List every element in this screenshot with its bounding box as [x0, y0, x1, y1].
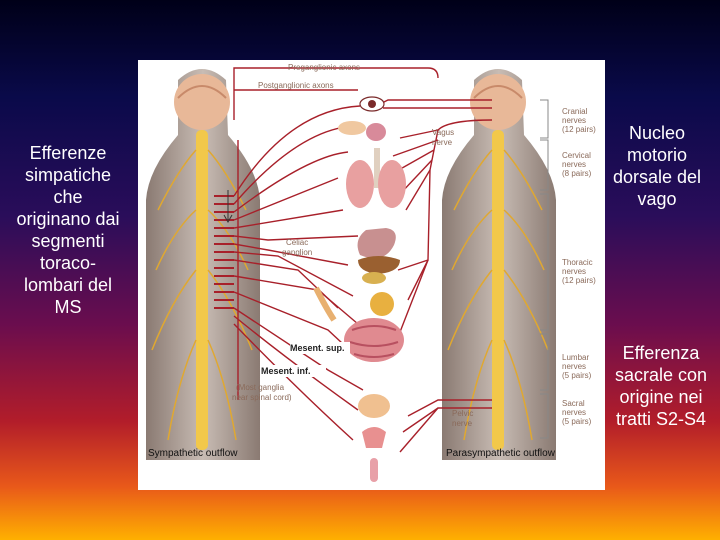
parasympathetic-outflow-label: Parasympathetic outflow	[446, 448, 556, 459]
preganglionic-label: Preganglionic axons	[288, 63, 360, 72]
cranial-label: Cranial nerves (12 pairs)	[562, 107, 596, 134]
left-lung-organ	[346, 160, 374, 208]
adrenal-organ	[313, 286, 337, 322]
mesent-inf-label: Mesent. inf.	[261, 366, 311, 376]
liver-organ	[358, 256, 400, 274]
left-spinal-nerves	[151, 149, 253, 441]
autonomic-nervous-system-figure: Preganglionic axons Postganglionic axons…	[138, 60, 605, 490]
genitalia-organ	[370, 458, 378, 482]
right-lung-organ	[378, 160, 406, 208]
intestine-organ	[344, 318, 404, 362]
heart-trachea-organ	[366, 123, 386, 141]
vagus-label: Vagus nerve	[432, 128, 456, 147]
salivary-gland-organ	[338, 121, 366, 135]
mesent-sup-label: Mesent. sup.	[290, 343, 345, 353]
sympathetic-chain	[214, 195, 234, 309]
lumbar-label: Lumbar nerves (5 pairs)	[562, 353, 592, 380]
most-ganglia-label: (Most ganglia near spinal cord)	[232, 383, 292, 402]
left-body-silhouette	[146, 69, 260, 460]
sacral-outflow-caption: Efferenza sacrale con origine nei tratti…	[614, 343, 708, 429]
postganglionic-label: Postganglionic axons	[258, 81, 334, 90]
arrow-icon	[223, 190, 233, 224]
sympathetic-outflow-label: Sympathetic outflow	[148, 448, 238, 459]
pelvic-label: Pelvic nerve	[452, 409, 476, 428]
celiac-label: Celiac ganglion	[282, 238, 312, 257]
bladder-organ	[358, 394, 390, 418]
cervical-label: Cervical nerves (8 pairs)	[562, 151, 593, 178]
right-spinal-nerves	[447, 149, 549, 441]
pancreas-organ	[362, 272, 386, 284]
right-spine-brackets	[540, 99, 549, 439]
thoracic-label: Thoracic nerves (12 pairs)	[562, 258, 596, 285]
sacral-label: Sacral nerves (5 pairs)	[562, 399, 592, 426]
sympathetic-caption: Efferenze simpatiche che originano dai s…	[16, 143, 120, 317]
diagram-canvas: Preganglionic axons Postganglionic axons…	[146, 63, 596, 482]
kidney-organ	[370, 292, 394, 316]
stomach-organ	[357, 228, 396, 259]
right-body-silhouette	[442, 69, 556, 460]
organs	[223, 96, 406, 482]
vagus-nucleus-caption: Nucleo motorio dorsale del vago	[612, 123, 702, 209]
uterus-organ	[362, 427, 386, 448]
